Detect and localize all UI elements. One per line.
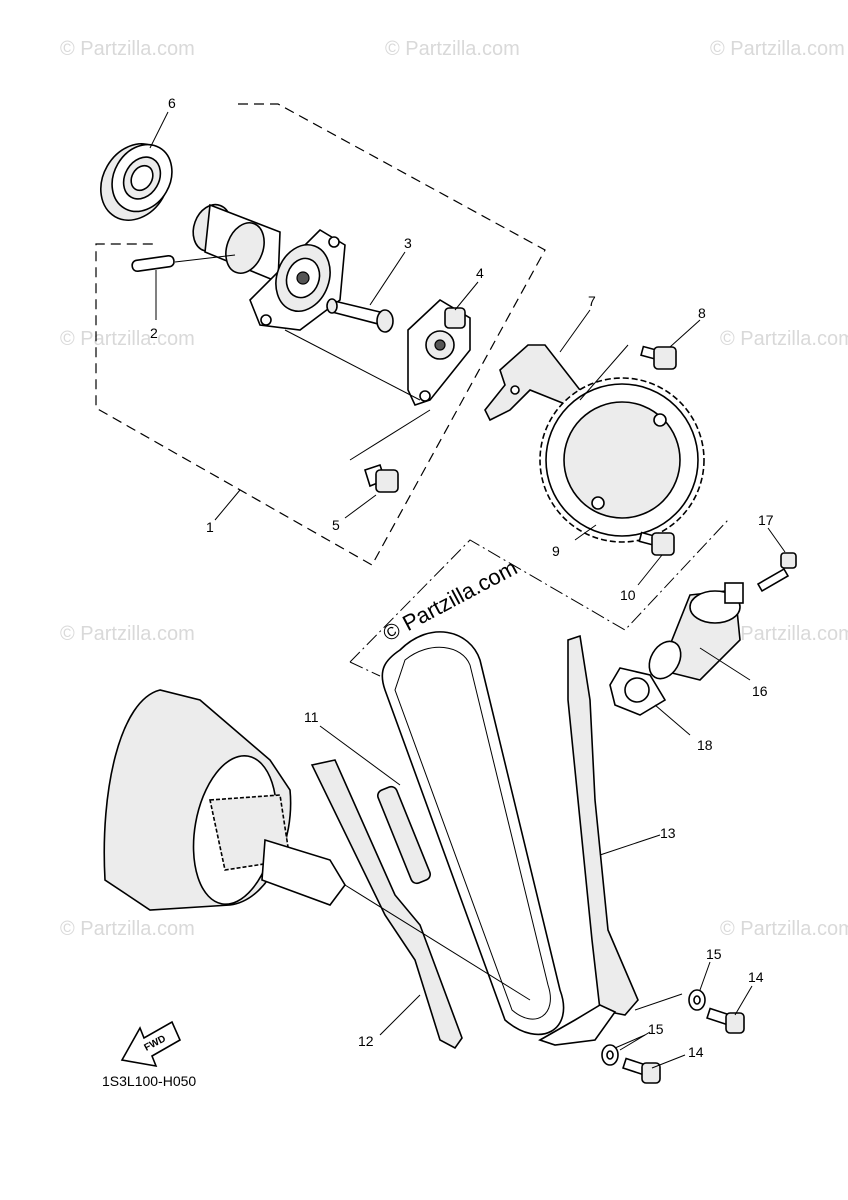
callout-7: 7 <box>588 293 596 309</box>
washer-part-15-lower <box>601 1044 619 1066</box>
bolt-part-14-upper <box>706 1007 745 1034</box>
callout-13: 13 <box>660 825 676 841</box>
bolt-part-8 <box>640 345 677 370</box>
washer-part-15-upper <box>688 989 706 1011</box>
chain-guide-part-12 <box>310 759 463 1050</box>
bearing-part-6 <box>100 143 173 221</box>
callout-10: 10 <box>620 587 636 603</box>
bolt-part-17 <box>756 552 797 593</box>
diagram-code: 1S3L100-H050 <box>102 1073 196 1089</box>
callout-5: 5 <box>332 517 340 533</box>
callout-15-lower: 15 <box>648 1021 664 1037</box>
callout-1: 1 <box>206 519 214 535</box>
camshaft-body <box>192 203 346 331</box>
callout-18: 18 <box>697 737 713 753</box>
bracket-part-7 <box>484 344 581 422</box>
callout-6: 6 <box>168 95 176 111</box>
watermark: © Partzilla.com <box>385 38 520 60</box>
sprocket-part-9 <box>539 377 705 543</box>
watermark: © Partzilla.com <box>720 328 848 350</box>
callout-8: 8 <box>698 305 706 321</box>
callout-16: 16 <box>752 683 768 699</box>
callouts: 6 2 3 4 5 1 7 8 9 10 17 16 18 11 13 12 1… <box>150 95 774 1060</box>
callout-14-lower: 14 <box>688 1044 704 1060</box>
pin-part-2 <box>131 254 175 273</box>
callout-12: 12 <box>358 1033 374 1049</box>
bolt-part-14-lower <box>622 1057 661 1084</box>
callout-17: 17 <box>758 512 774 528</box>
watermark: © Partzilla.com <box>60 623 195 645</box>
gasket-part-18 <box>609 667 667 716</box>
sprocket-group-boundary <box>349 519 729 663</box>
callout-2: 2 <box>150 325 158 341</box>
plate-part-4 <box>407 299 471 406</box>
crankshaft <box>103 689 346 911</box>
watermark: © Partzilla.com <box>60 918 195 940</box>
watermarks: © Partzilla.com © Partzilla.com © Partzi… <box>60 38 848 940</box>
tensioner-part-16 <box>648 582 744 681</box>
cam-chain-part-11 <box>381 631 565 1036</box>
chain-guide-part-13 <box>538 634 639 1046</box>
callout-3: 3 <box>404 235 412 251</box>
watermark: © Partzilla.com <box>710 38 845 60</box>
callout-11: 11 <box>304 709 319 725</box>
shaft-part-3 <box>326 298 394 333</box>
bolt-part-5 <box>364 463 399 493</box>
watermark: © Partzilla.com <box>720 918 848 940</box>
callout-4: 4 <box>476 265 484 281</box>
leader-lines <box>149 111 786 1069</box>
callout-9: 9 <box>552 543 560 559</box>
watermark: © Partzilla.com <box>60 328 195 350</box>
bolt-part-10 <box>638 531 675 556</box>
callout-15-upper: 15 <box>706 946 722 962</box>
camshaft-assembly-boundary <box>95 103 546 566</box>
callout-14-upper: 14 <box>748 969 764 985</box>
chain-links-segment <box>377 785 431 885</box>
watermark: © Partzilla.com <box>60 38 195 60</box>
fwd-arrow-icon: FWD <box>120 1020 182 1068</box>
watermark: © Partzilla.com <box>720 623 848 645</box>
